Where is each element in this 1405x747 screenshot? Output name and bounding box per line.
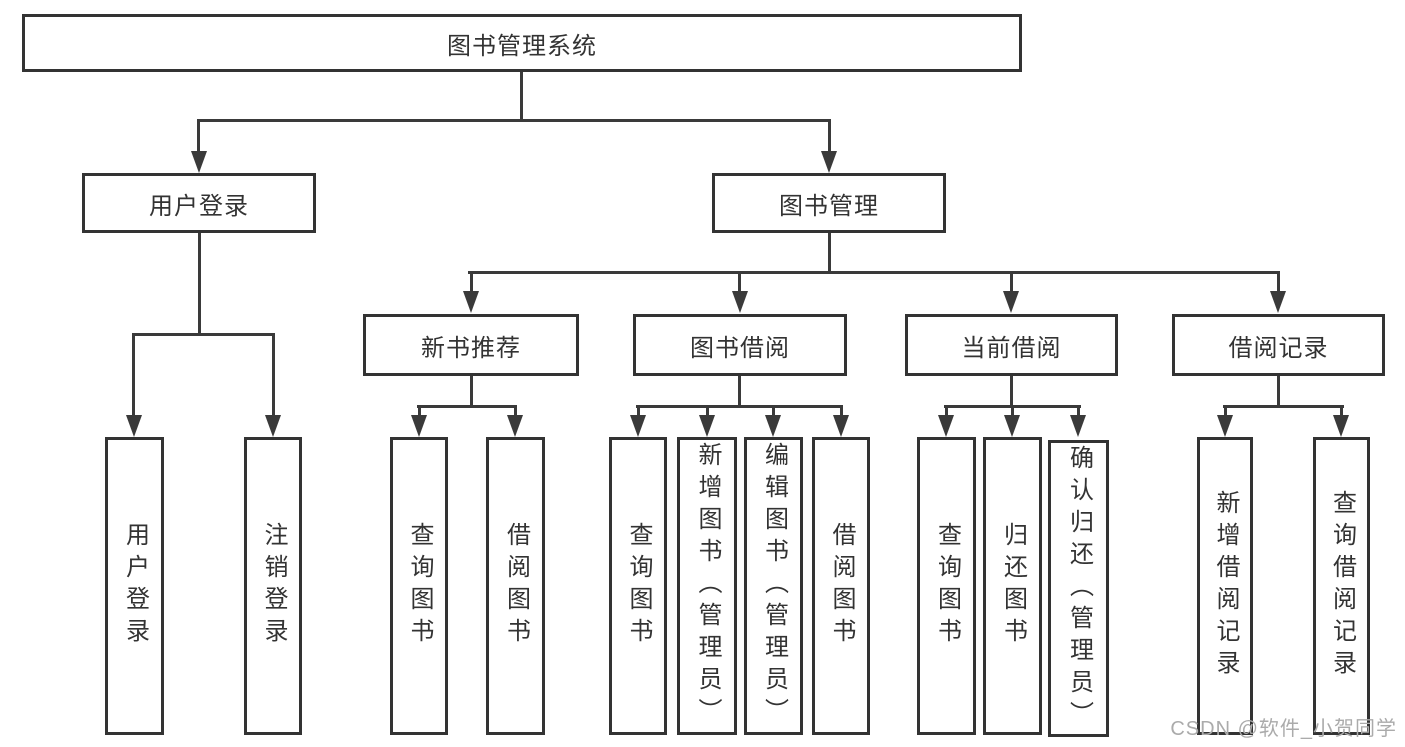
connector-line [418,405,421,418]
node-label: 用户登录 [121,522,149,650]
connector-line [514,405,517,418]
node-label: 归还图书 [999,522,1027,650]
node-label: 当前借阅 [961,334,1062,362]
connector-line [1077,405,1080,418]
node-leaf-query-borrow-record: 查询借阅记录 [1313,437,1370,735]
node-label: 图书管理系统 [447,32,597,60]
connector-line [470,271,473,293]
watermark-text: CSDN @软件_小贺同学 [1170,718,1397,740]
connector-line [197,119,831,122]
node-label: 编辑图书（管理员） [760,442,788,730]
connector-line [1011,405,1014,418]
node-label: 借阅图书 [828,522,855,650]
node-user-login: 用户登录 [82,173,316,233]
node-leaf-borrow-books: 借阅图书 [486,437,545,735]
arrow-down-icon [732,291,748,313]
connector-line [706,405,709,418]
node-library-system: 图书管理系统 [22,14,1022,72]
connector-line [520,72,523,121]
node-label: 新书推荐 [421,334,521,362]
node-borrowing-records: 借阅记录 [1172,314,1385,376]
node-leaf-confirm-return-admin: 确认归还（管理员） [1048,440,1109,737]
arrow-down-icon [1004,415,1020,437]
node-leaf-query-books: 查询图书 [609,437,667,735]
connector-line [772,405,775,418]
node-label: 图书借阅 [690,334,790,362]
node-leaf-return-books: 归还图书 [983,437,1042,735]
node-label: 查询图书 [625,522,652,650]
node-leaf-query-books: 查询图书 [917,437,976,735]
connector-line [738,376,741,408]
arrow-down-icon [126,415,142,437]
node-leaf-logout: 注销登录 [244,437,302,735]
connector-line [945,405,948,418]
connector-line [470,376,473,408]
connector-line [197,119,200,153]
node-label: 新增借阅记录 [1212,490,1239,682]
connector-line [1277,271,1280,293]
arrow-down-icon [699,415,715,437]
connector-line [198,233,201,336]
arrow-down-icon [1003,291,1019,313]
node-label: 借阅图书 [502,522,530,650]
node-book-management: 图书管理 [712,173,946,233]
node-leaf-add-borrow-record: 新增借阅记录 [1197,437,1253,735]
arrow-down-icon [765,415,781,437]
node-leaf-edit-books-admin: 编辑图书（管理员） [744,437,803,735]
connector-line [1223,405,1344,408]
connector-line [1277,376,1280,408]
arrow-down-icon [833,415,849,437]
connector-line [468,271,1280,274]
arrow-down-icon [265,415,281,437]
arrow-down-icon [1270,291,1286,313]
node-label: 借阅记录 [1228,334,1329,362]
arrow-down-icon [1070,415,1086,437]
connector-line [1224,405,1227,418]
node-current-borrowing: 当前借阅 [905,314,1118,376]
arrow-down-icon [411,415,427,437]
node-label: 确认归还（管理员） [1065,444,1093,733]
arrow-down-icon [463,291,479,313]
node-label: 注销登录 [260,522,287,650]
connector-line [637,405,640,418]
connector-line [417,405,517,408]
node-label: 图书管理 [779,192,879,220]
connector-line [636,405,843,408]
arrow-down-icon [507,415,523,437]
connector-line [132,333,275,336]
node-leaf-query-books: 查询图书 [390,437,448,735]
node-label: 查询图书 [406,522,433,650]
connector-line [132,333,135,417]
arrow-down-icon [821,151,837,173]
node-leaf-user-login: 用户登录 [105,437,164,735]
node-new-book-recommend: 新书推荐 [363,314,579,376]
node-label: 新增图书（管理员） [694,442,721,730]
arrow-down-icon [1333,415,1349,437]
connector-line [828,119,831,153]
connector-line [1010,376,1013,408]
node-label: 查询借阅记录 [1328,490,1356,682]
arrow-down-icon [1217,415,1233,437]
node-leaf-borrow-books: 借阅图书 [812,437,870,735]
node-leaf-add-books-admin: 新增图书（管理员） [677,437,737,735]
node-label: 用户登录 [149,192,249,220]
node-label: 查询图书 [933,522,961,650]
node-book-borrowing: 图书借阅 [633,314,847,376]
connector-line [1010,271,1013,293]
connector-line [272,333,275,417]
arrow-down-icon [938,415,954,437]
arrow-down-icon [630,415,646,437]
arrow-down-icon [191,151,207,173]
connector-line [828,233,831,274]
connector-line [840,405,843,418]
connector-line [738,271,741,293]
connector-line [1340,405,1343,418]
